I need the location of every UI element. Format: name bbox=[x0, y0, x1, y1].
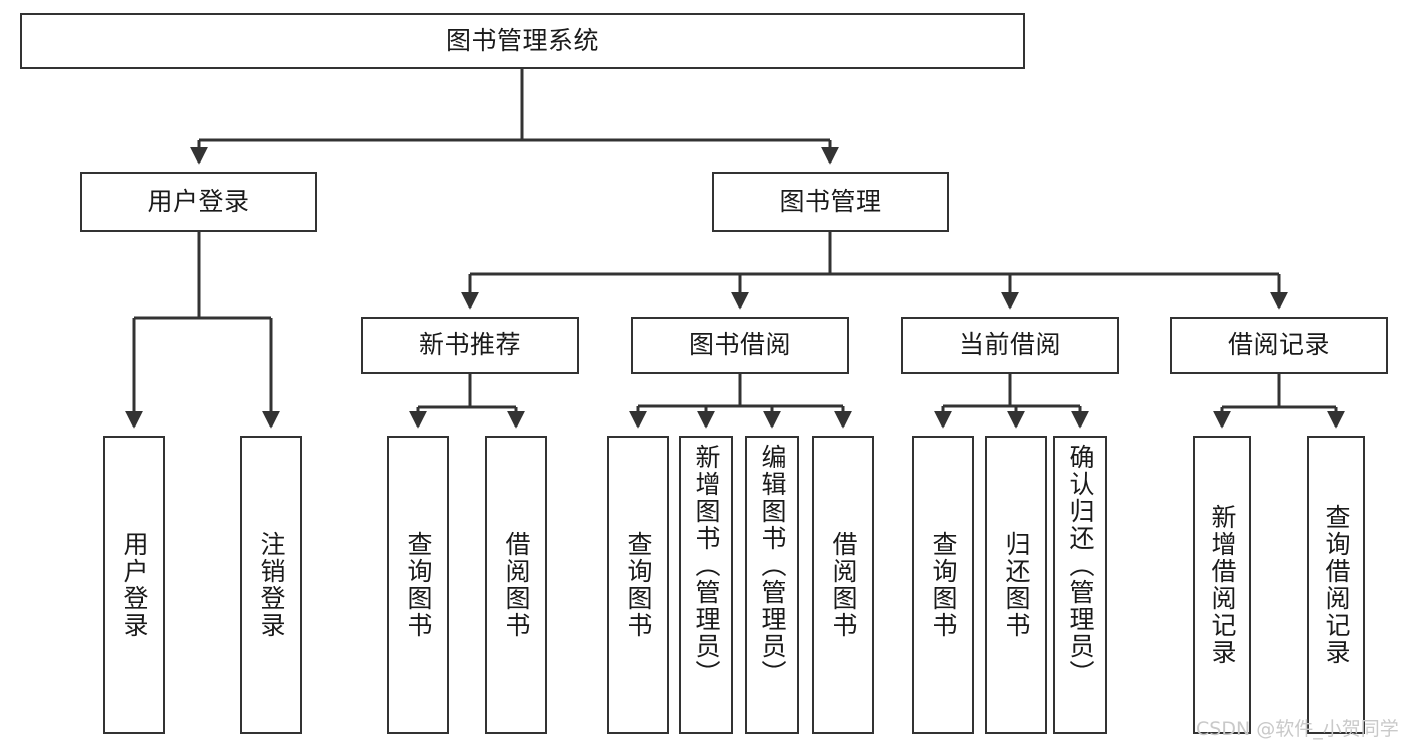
leaf-borrow-query-book-label: 查询图书 bbox=[624, 531, 653, 639]
node-borrow-record[interactable]: 借阅记录 bbox=[1170, 317, 1388, 374]
leaf-cur-query-book[interactable]: 查询图书 bbox=[912, 436, 974, 734]
leaf-cur-confirm-return[interactable]: 确认归还（管理员） bbox=[1053, 436, 1107, 734]
leaf-borrow-edit-book[interactable]: 编辑图书（管理员） bbox=[745, 436, 799, 734]
node-root-label: 图书管理系统 bbox=[445, 25, 599, 55]
leaf-rec-query-record-label: 查询借阅记录 bbox=[1322, 504, 1351, 666]
leaf-rec-add-record[interactable]: 新增借阅记录 bbox=[1193, 436, 1251, 734]
node-current-borrow[interactable]: 当前借阅 bbox=[901, 317, 1119, 374]
node-book-manage[interactable]: 图书管理 bbox=[712, 172, 949, 232]
leaf-cur-query-book-label: 查询图书 bbox=[929, 531, 958, 639]
leaf-rec-query-book-label: 查询图书 bbox=[404, 531, 433, 639]
node-new-book-rec-label: 新书推荐 bbox=[418, 330, 521, 360]
leaf-borrow-query-book[interactable]: 查询图书 bbox=[607, 436, 669, 734]
leaf-user-login[interactable]: 用户登录 bbox=[103, 436, 165, 734]
leaf-borrow-lend-book[interactable]: 借阅图书 bbox=[812, 436, 874, 734]
leaf-borrow-lend-book-label: 借阅图书 bbox=[829, 531, 858, 639]
leaf-borrow-add-book-label: 新增图书（管理员） bbox=[692, 444, 721, 687]
leaf-cur-return-book-label: 归还图书 bbox=[1002, 531, 1031, 639]
leaf-rec-borrow-book-label: 借阅图书 bbox=[502, 531, 531, 639]
node-current-borrow-label: 当前借阅 bbox=[958, 330, 1061, 360]
leaf-rec-query-book[interactable]: 查询图书 bbox=[387, 436, 449, 734]
node-book-borrow[interactable]: 图书借阅 bbox=[631, 317, 849, 374]
leaf-rec-query-record[interactable]: 查询借阅记录 bbox=[1307, 436, 1365, 734]
node-book-borrow-label: 图书借阅 bbox=[688, 330, 791, 360]
leaf-borrow-edit-book-label: 编辑图书（管理员） bbox=[758, 444, 787, 687]
node-user-login[interactable]: 用户登录 bbox=[80, 172, 317, 232]
leaf-cur-return-book[interactable]: 归还图书 bbox=[985, 436, 1047, 734]
leaf-borrow-add-book[interactable]: 新增图书（管理员） bbox=[679, 436, 733, 734]
node-root[interactable]: 图书管理系统 bbox=[20, 13, 1025, 69]
leaf-user-logout[interactable]: 注销登录 bbox=[240, 436, 302, 734]
leaf-rec-add-record-label: 新增借阅记录 bbox=[1208, 504, 1237, 666]
leaf-user-login-label: 用户登录 bbox=[120, 531, 149, 639]
node-user-login-label: 用户登录 bbox=[147, 186, 250, 216]
node-new-book-rec[interactable]: 新书推荐 bbox=[361, 317, 579, 374]
node-borrow-record-label: 借阅记录 bbox=[1227, 330, 1330, 360]
node-book-manage-label: 图书管理 bbox=[779, 186, 882, 216]
leaf-cur-confirm-return-label: 确认归还（管理员） bbox=[1066, 444, 1095, 687]
leaf-user-logout-label: 注销登录 bbox=[257, 531, 286, 639]
watermark: CSDN @软件_小贺同学 bbox=[1196, 718, 1399, 740]
leaf-rec-borrow-book[interactable]: 借阅图书 bbox=[485, 436, 547, 734]
